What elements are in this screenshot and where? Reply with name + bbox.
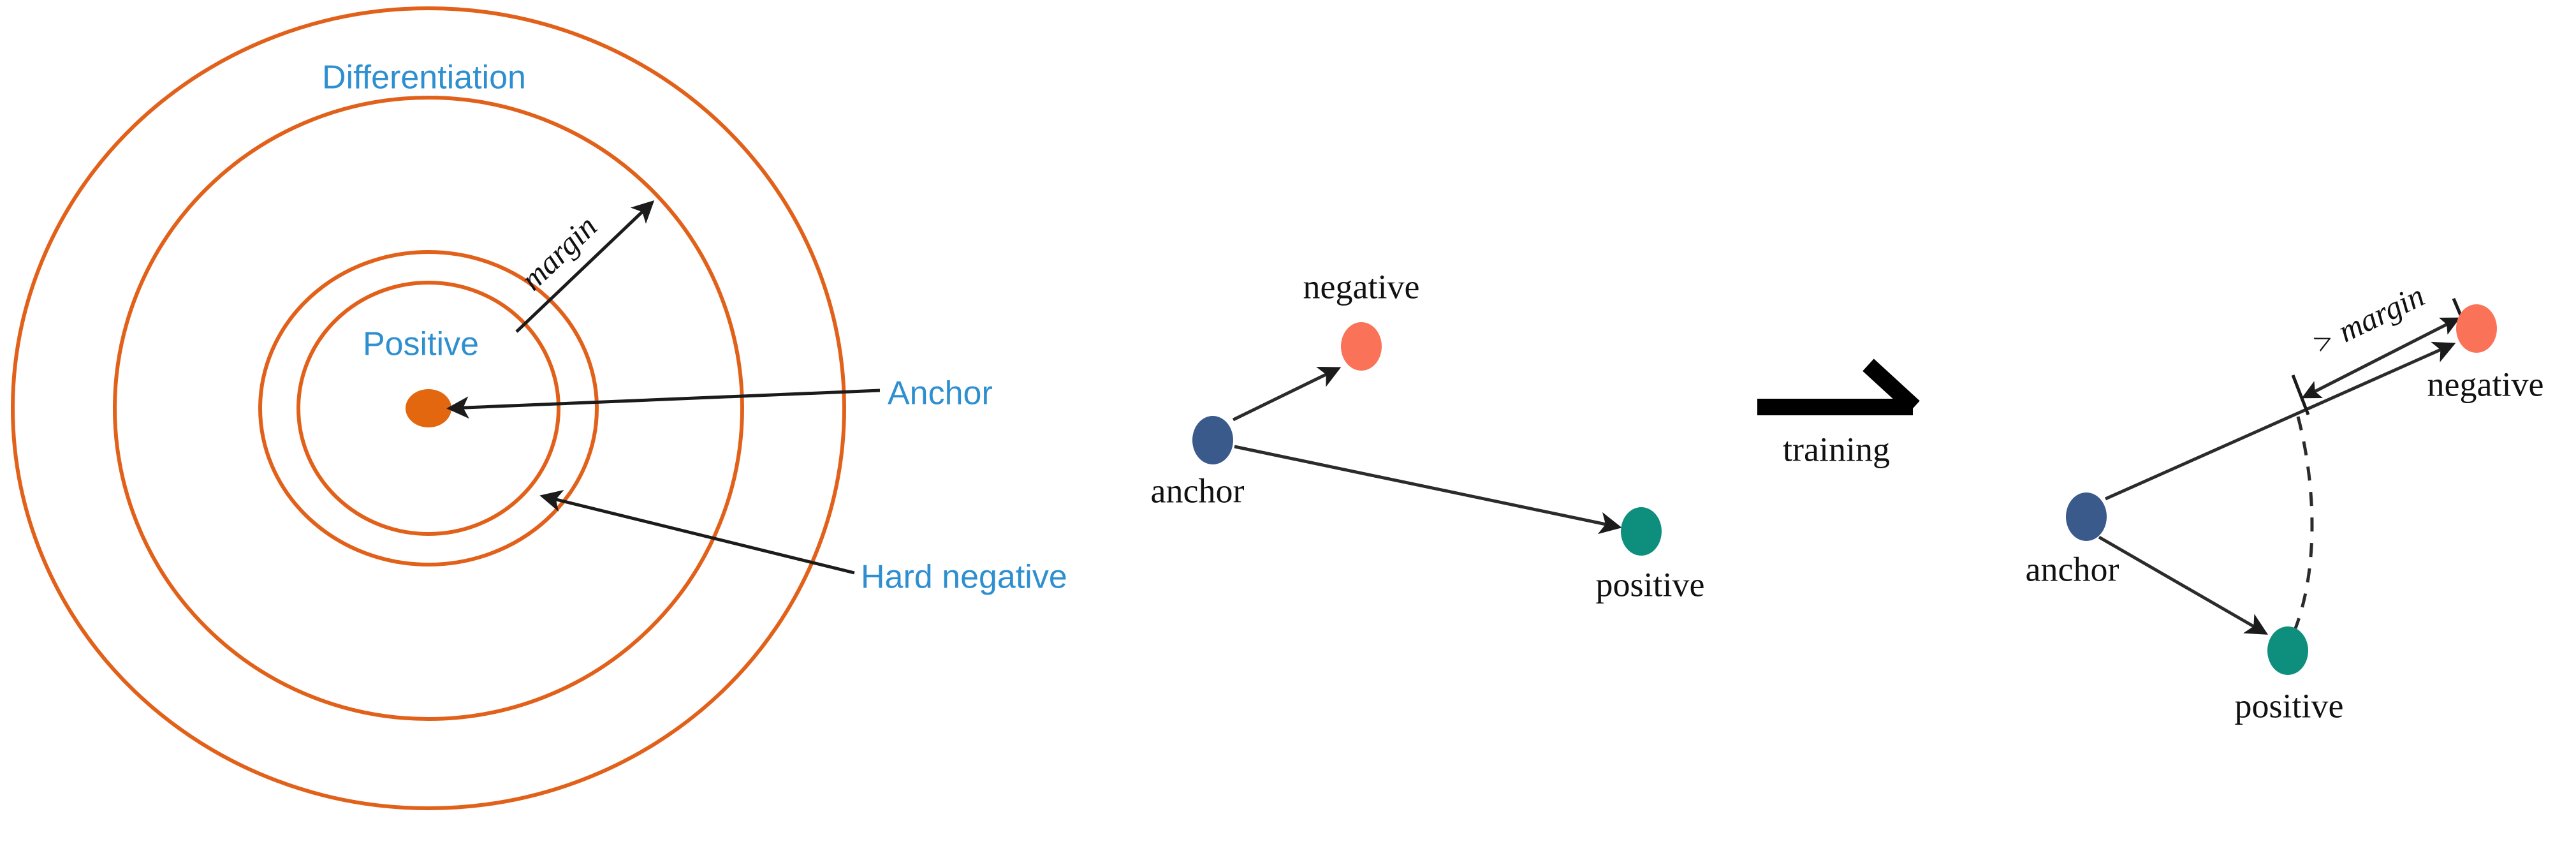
- negative-label: negative: [1303, 267, 1420, 306]
- positive-label: positive: [1596, 565, 1705, 603]
- positive-node: [1621, 507, 1662, 556]
- positive-ring: [296, 281, 560, 536]
- differentiation-ring: [11, 6, 846, 810]
- margin-arrow: [515, 200, 655, 333]
- negative-label: negative: [2427, 365, 2544, 403]
- positive-label: Positive: [363, 326, 479, 363]
- hard-negative-label: Hard negative: [861, 559, 1067, 596]
- anchor-to-positive-arrow: [1234, 445, 1622, 535]
- anchor-to-negative-arrow: [1232, 367, 1342, 422]
- anchor-node: [2066, 492, 2107, 541]
- margin-measure-arrow: [2301, 317, 2461, 399]
- anchor-center-dot: [406, 389, 451, 427]
- margin-inner-ring: [258, 250, 599, 566]
- positive-label: positive: [2235, 686, 2344, 725]
- negative-node: [2456, 304, 2497, 353]
- training-label: training: [1783, 430, 1890, 468]
- margin-label: > margin: [2306, 277, 2429, 362]
- training-transition: training: [1757, 359, 1920, 468]
- differentiation-label: Differentiation: [322, 59, 526, 96]
- negative-node: [1341, 322, 1382, 371]
- right-panel-triplet: > margin negative anchor positive: [2026, 277, 2544, 725]
- anchor-leader-line: [446, 389, 881, 419]
- margin-label: margin: [513, 208, 603, 297]
- positive-node: [2267, 626, 2308, 675]
- anchor-node: [1192, 416, 1233, 464]
- margin-tick-left: [2291, 374, 2310, 415]
- equidistance-dashed-arc: [2294, 416, 2314, 629]
- left-panel-concentric-diagram: margin Differentiation Positive Anchor H…: [11, 6, 1067, 810]
- anchor-label: anchor: [1151, 471, 1245, 510]
- anchor-label: anchor: [2026, 550, 2119, 588]
- hard-negative-leader-line: [539, 489, 855, 575]
- anchor-label: Anchor: [888, 375, 993, 412]
- hard-negative-ring: [113, 96, 744, 721]
- anchor-to-positive-arrow: [2098, 535, 2269, 635]
- training-arrow-icon: [1757, 359, 1920, 415]
- anchor-to-negative-arrow: [2104, 341, 2456, 501]
- middle-panel-triplet: negative anchor positive: [1151, 267, 1705, 603]
